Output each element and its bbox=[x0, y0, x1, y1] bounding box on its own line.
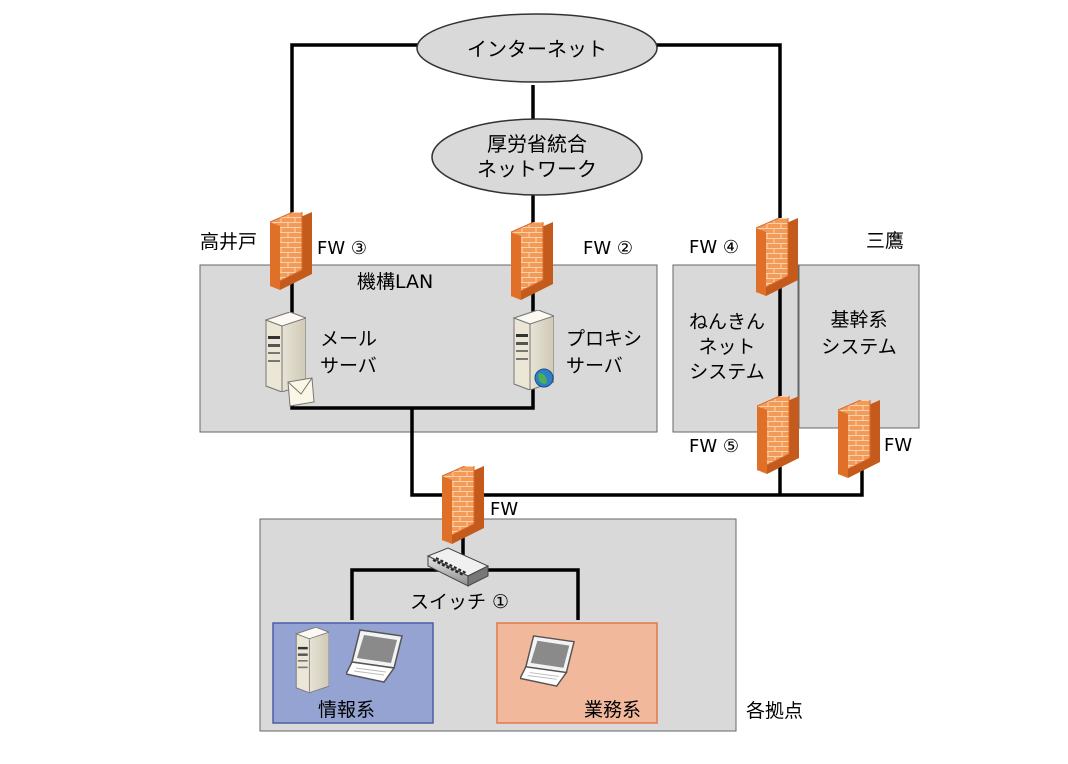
fw-branch-label: FW bbox=[490, 499, 518, 520]
joho-server-icon bbox=[295, 626, 329, 694]
mail-envelope-icon bbox=[287, 377, 315, 407]
proxy-server-label-line1: プロキシ bbox=[566, 328, 642, 350]
kikan-system-zone bbox=[798, 264, 920, 429]
kikan-label-line2: システム bbox=[821, 336, 896, 358]
fw-kikan-label: FW bbox=[884, 435, 912, 456]
kiko-lan-label: 機構LAN bbox=[357, 271, 433, 293]
nenkin-label-line2: ネット bbox=[698, 336, 755, 358]
proxy-server-label-line2: サーバ bbox=[566, 355, 623, 377]
mhlw-network-cloud bbox=[431, 118, 643, 196]
mhlw-network-label-line1: 厚労省統合 bbox=[487, 132, 587, 156]
globe-icon bbox=[534, 368, 554, 388]
firewall-kikan-icon bbox=[838, 400, 881, 478]
mail-server-label-line1: メール bbox=[320, 328, 377, 350]
nenkin-label-line3: システム bbox=[689, 361, 764, 383]
mhlw-network-label-line2: ネットワーク bbox=[477, 157, 597, 181]
fw5-label: FW ⑤ bbox=[689, 436, 739, 457]
site-takaido-label: 高井戸 bbox=[200, 231, 257, 253]
mail-server-label-line2: サーバ bbox=[320, 355, 377, 377]
fw4-label: FW ④ bbox=[689, 237, 739, 258]
kikan-label-line1: 基幹系 bbox=[830, 309, 887, 331]
site-branches-label: 各拠点 bbox=[746, 700, 803, 722]
internet-label: インターネット bbox=[467, 37, 607, 61]
fw2-label: FW ② bbox=[583, 238, 633, 259]
switch-label: スイッチ ① bbox=[410, 591, 509, 613]
nenkin-label-line1: ねんきん bbox=[689, 311, 765, 333]
fw3-label: FW ③ bbox=[317, 238, 367, 259]
joho-label: 情報系 bbox=[318, 699, 375, 721]
switch-icon bbox=[426, 547, 490, 587]
internet-cloud bbox=[416, 13, 658, 83]
gyomu-label: 業務系 bbox=[584, 699, 641, 721]
site-mitaka-label: 三鷹 bbox=[866, 230, 904, 252]
firewall-5-icon bbox=[757, 396, 800, 474]
